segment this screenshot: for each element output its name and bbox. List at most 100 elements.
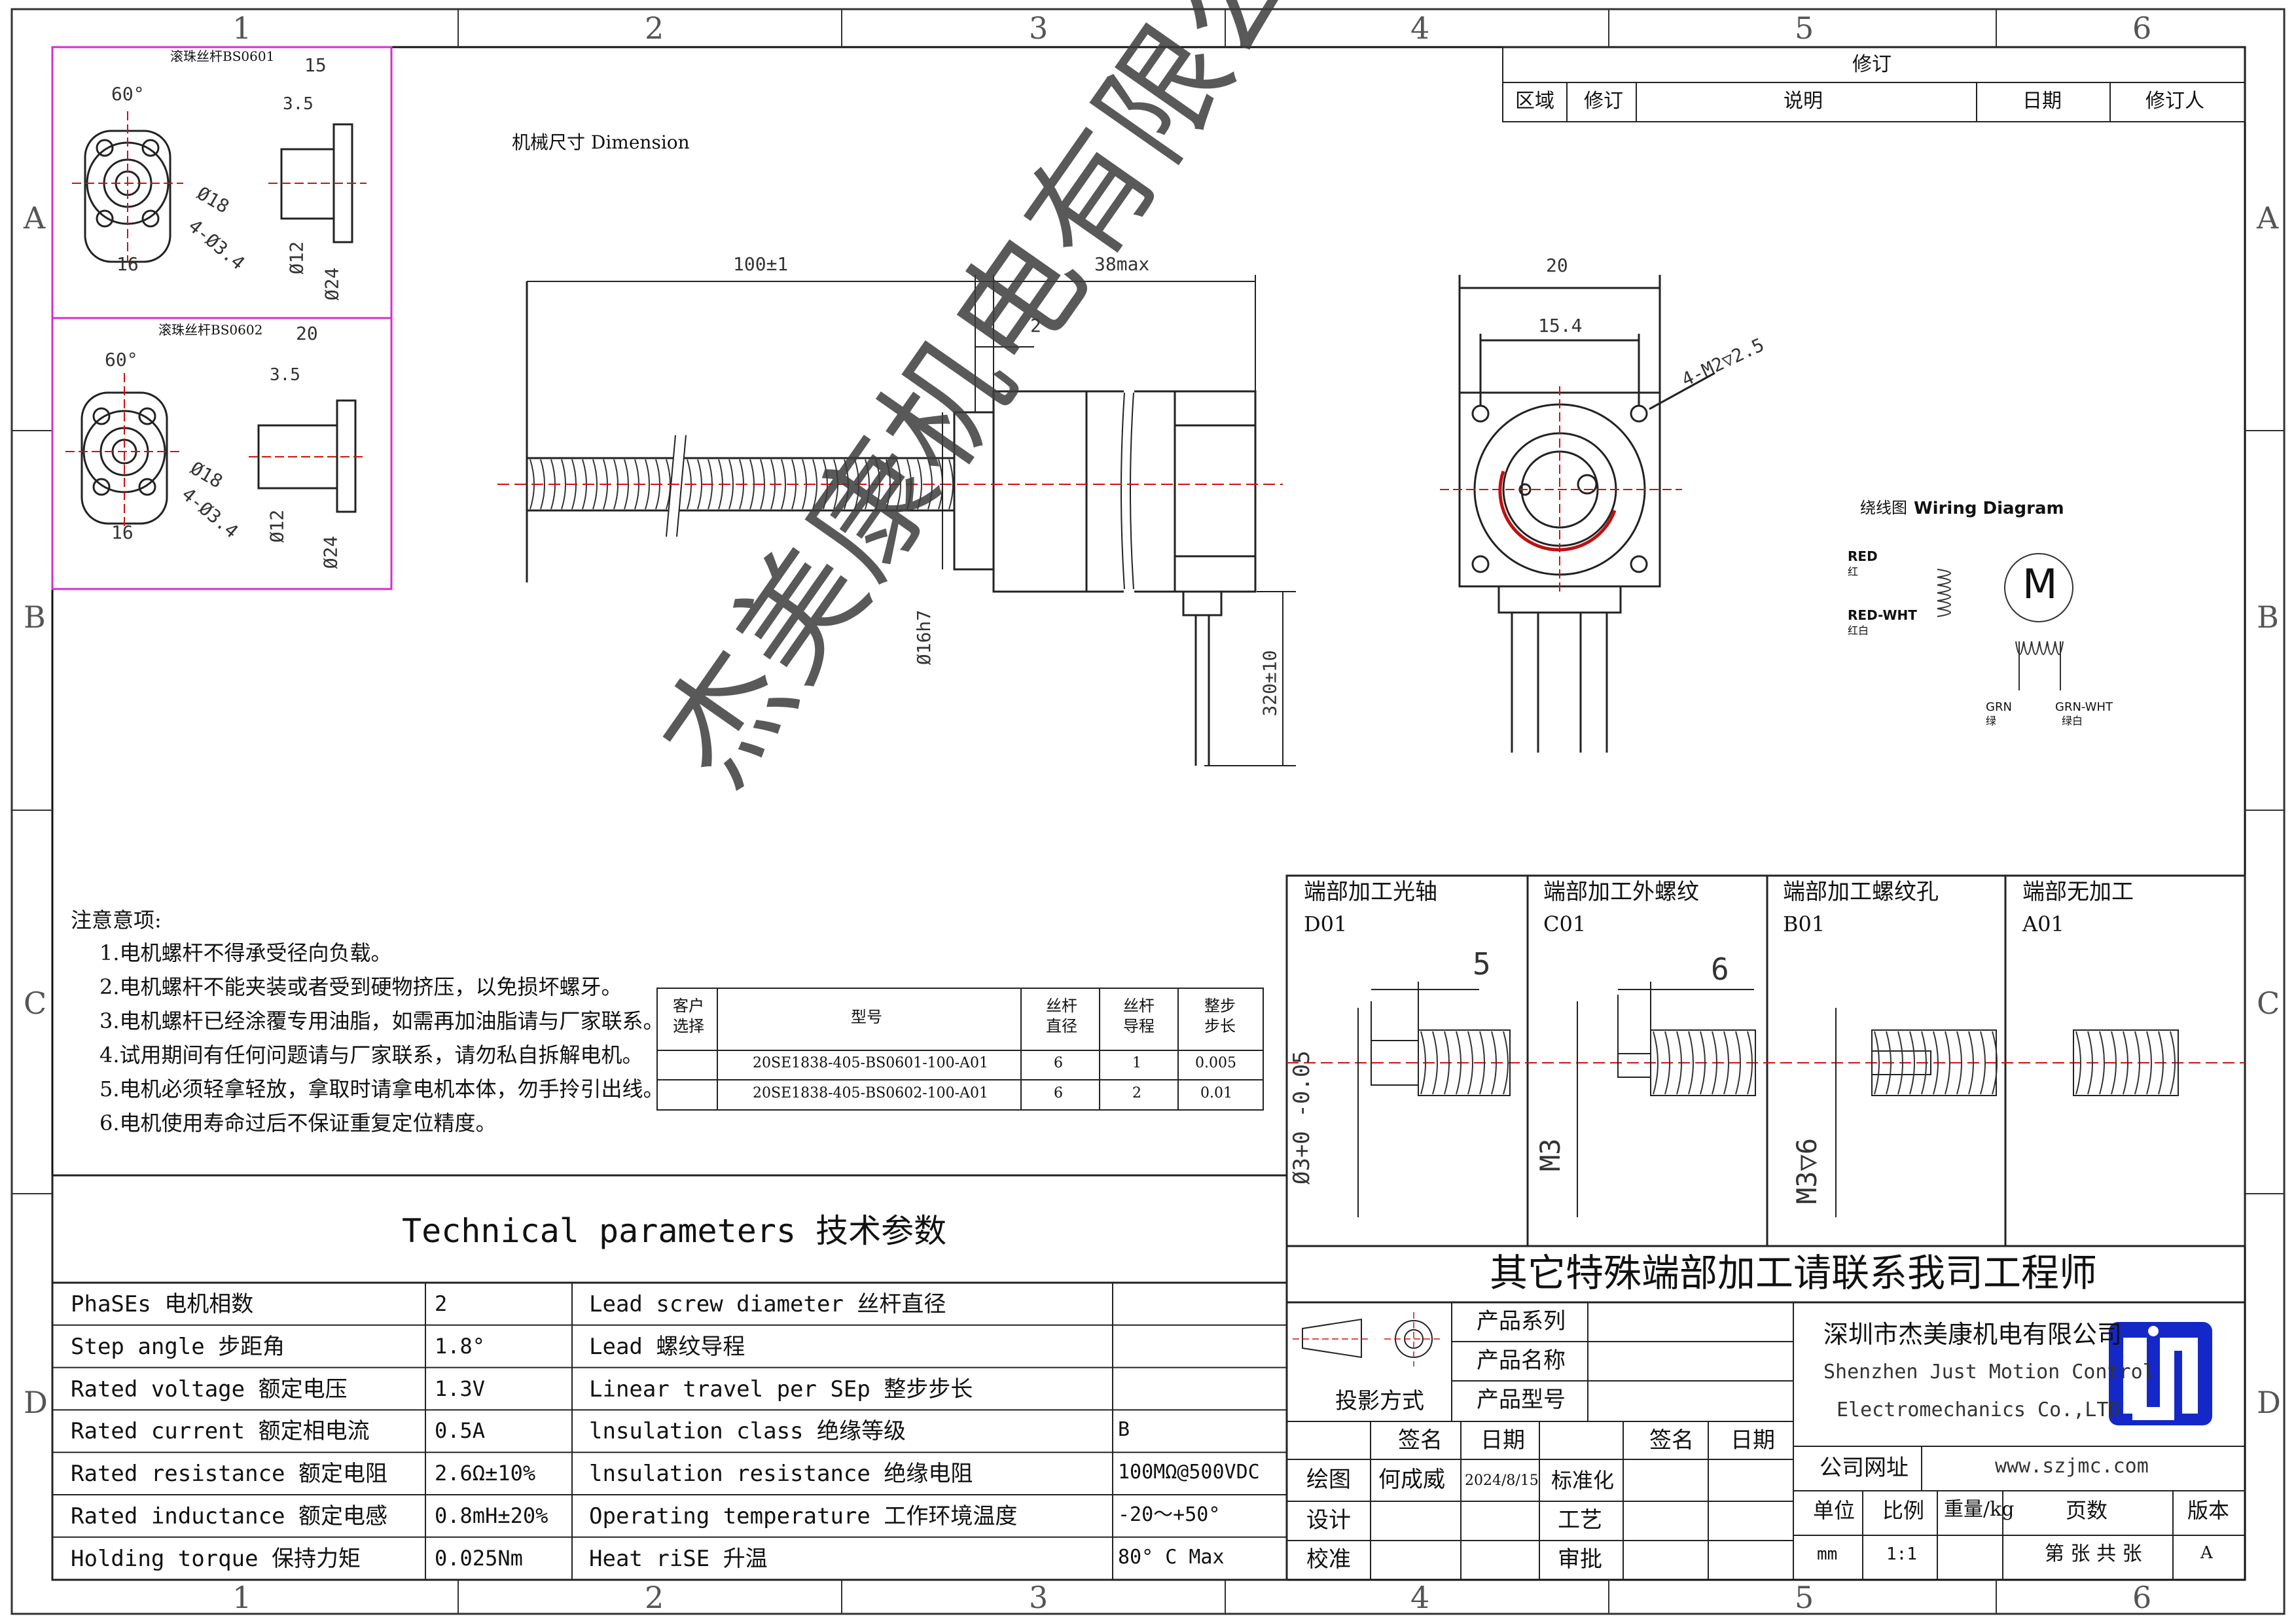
col-label: 1: [232, 10, 252, 46]
nut1-dim: 3.5: [283, 94, 314, 114]
end-code: D01: [1304, 912, 1348, 936]
end-views: [1357, 982, 2179, 1217]
row-label: D: [24, 1385, 48, 1420]
tb-draw: 绘图: [1306, 1467, 1351, 1493]
tb-craft: 工艺: [1558, 1507, 1602, 1533]
wire-red-wht: RED-WHT: [1848, 607, 1917, 623]
col-label: 3: [1029, 1580, 1049, 1615]
wire-red-cn: 红: [1848, 565, 1859, 578]
revision-header: 说明: [1784, 90, 1823, 113]
revision-title: 修订: [1852, 53, 1892, 76]
tb-weight: 重量/kg: [1944, 1498, 2015, 1521]
dim-width: 20: [1546, 255, 1568, 276]
tb-model: 产品型号: [1477, 1387, 1566, 1413]
tb-version: 版本: [2187, 1498, 2230, 1523]
wire-grn-wht-cn: 绿白: [2062, 715, 2083, 727]
wire-red: RED: [1848, 548, 1878, 564]
tech-cell: Holding torque 保持力矩: [71, 1545, 361, 1572]
tb-version-value: A: [2200, 1543, 2213, 1563]
tech-cell: Rated resistance 额定电阻: [71, 1461, 387, 1488]
wiring-coils: [1937, 553, 2073, 690]
end-title: 端部加工光轴: [1304, 879, 1437, 905]
nut1-dim: 60°: [111, 83, 145, 105]
row-label: B: [24, 599, 46, 635]
nut1-title: 滚珠丝杆BS0601: [170, 48, 275, 64]
note-item: 4.试用期间有任何问题请与厂家联系，请勿私自拆解电机。: [99, 1043, 643, 1067]
company-name-cn: 深圳市杰美康机电有限公司: [1823, 1320, 2123, 1349]
dim-motor-length: 38max: [1094, 253, 1150, 275]
tb-scale: 比例: [1882, 1498, 1925, 1523]
tech-cell: Rated voltage 额定电压: [71, 1376, 348, 1402]
dim-boss: 2: [1030, 315, 1041, 336]
tech-cell: Heat riSE 升温: [589, 1545, 768, 1572]
model-cell: 6: [1054, 1085, 1063, 1101]
tech-title: Technical parameters 技术参数: [402, 1212, 947, 1250]
tb-design: 设计: [1306, 1507, 1351, 1533]
wiring-title-cn: 绕线图: [1860, 499, 1907, 517]
model-cell: 20SE1838-405-BS0602-100-A01: [753, 1085, 988, 1101]
model-cell: 1: [1132, 1055, 1141, 1071]
tech-cell: 80° C Max: [1118, 1545, 1225, 1569]
end-dim: 6: [1711, 952, 1729, 987]
tech-cell: 2.6Ω±10%: [435, 1461, 536, 1486]
tech-cell: Operating temperature 工作环境温度: [589, 1503, 1018, 1529]
model-cell: 2: [1132, 1085, 1141, 1101]
tech-cell: 0.025Nm: [435, 1545, 523, 1571]
model-header: 整步 步长: [1204, 997, 1236, 1036]
tb-std: 标准化: [1551, 1468, 1615, 1493]
tech-cell: Lead screw diameter 丝杆直径: [589, 1291, 946, 1317]
revision-header: 区域: [1515, 90, 1554, 113]
tech-cell: Step angle 步距角: [71, 1333, 285, 1360]
note-item: 3.电机螺杆已经涂覆专用油脂，如需再加油脂请与厂家联系。: [99, 1008, 664, 1033]
row-label: A: [24, 200, 46, 236]
company-name-en: Shenzhen Just Motion Control: [1823, 1361, 2155, 1383]
tb-check: 校准: [1306, 1546, 1351, 1573]
tech-cell: B: [1118, 1418, 1130, 1442]
tb-web-label: 公司网址: [1820, 1455, 1909, 1481]
end-title: 端部无加工: [2022, 879, 2134, 905]
tech-cell: Rated current 额定相电流: [71, 1418, 370, 1445]
front-view-drawing: [1458, 275, 1715, 753]
tb-web[interactable]: www.szjmc.com: [1995, 1455, 2149, 1478]
tb-unit-value: mm: [1817, 1544, 1838, 1564]
nut1-dim: Ø12: [285, 241, 308, 275]
tech-cell: lnsulation class 绝缘等级: [589, 1418, 906, 1445]
note-item: 5.电机必须轻拿轻放，拿取时请拿电机本体，勿手拎引出线。: [99, 1077, 664, 1101]
end-dim: Ø3+0 -0.05: [1289, 1050, 1315, 1185]
tb-series: 产品系列: [1477, 1308, 1566, 1334]
company-name-en: Electromechanics Co.,LTD: [1837, 1399, 2121, 1421]
wire-grn-wht: GRN-WHT: [2055, 700, 2113, 714]
col-label: 5: [1795, 10, 1814, 46]
dim-screw-length: 100±1: [733, 253, 789, 275]
nut1-dim: 16: [117, 253, 139, 275]
end-code: B01: [1783, 912, 1825, 936]
col-label: 2: [645, 10, 664, 46]
dim-bolt-spacing: 15.4: [1538, 315, 1583, 336]
revision-header: 修订人: [2145, 90, 2204, 113]
company-logo: [2109, 1322, 2212, 1425]
tb-projection: 投影方式: [1335, 1388, 1424, 1414]
col-label: 4: [1410, 10, 1430, 46]
end-code: C01: [1543, 912, 1587, 936]
tb-draw-date: 2024/8/15: [1465, 1472, 1539, 1489]
nut2-drawing: [81, 391, 357, 525]
wire-red-wht-cn: 红白: [1848, 624, 1869, 637]
nut2-dim: Ø24: [319, 535, 342, 569]
col-label: 6: [2132, 10, 2152, 46]
tech-cell: Lead 螺纹导程: [589, 1333, 745, 1360]
end-dim: M3: [1534, 1138, 1566, 1171]
tech-cell: 1.3V: [435, 1376, 486, 1401]
note-item: 6.电机使用寿命过后不保证重复定位精度。: [99, 1111, 497, 1135]
tech-cell: 0.8mH±20%: [435, 1503, 548, 1528]
nut2-dim: 20: [296, 323, 318, 344]
tb-scale-value: 1:1: [1886, 1544, 1917, 1564]
end-title: 端部加工外螺纹: [1543, 879, 1699, 905]
col-label: 3: [1029, 10, 1049, 46]
tech-cell: PhaSEs 电机相数: [71, 1291, 254, 1317]
row-label: B: [2257, 599, 2279, 635]
tech-cell: 1.8°: [435, 1333, 486, 1359]
model-header: 丝杆 直径: [1046, 997, 1077, 1036]
tech-cell: 2: [435, 1291, 448, 1316]
tb-pages-value: 第 张 共 张: [2045, 1543, 2142, 1565]
tech-cell: 0.5A: [435, 1418, 486, 1444]
